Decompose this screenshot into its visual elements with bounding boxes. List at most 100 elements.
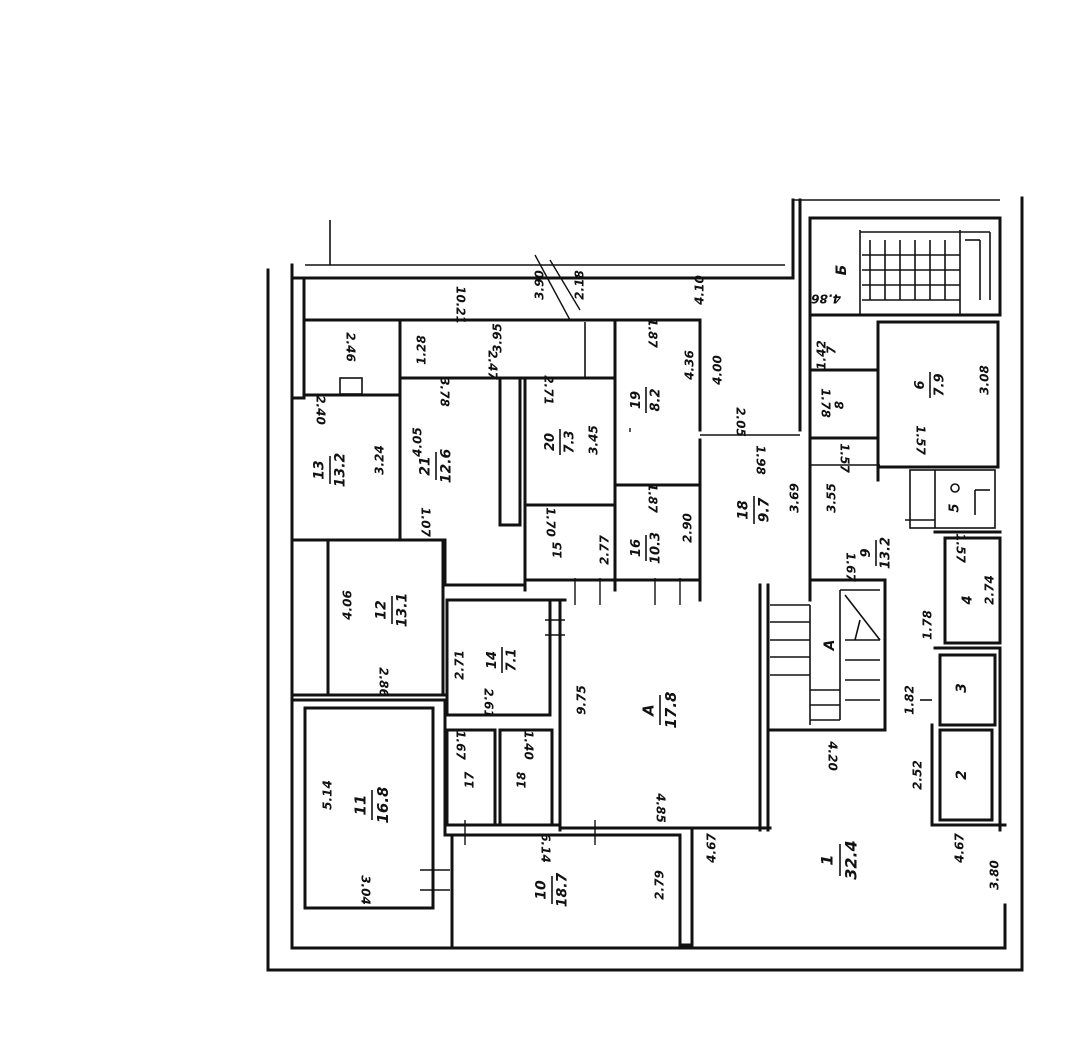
dimension-label: 1.78 [819, 388, 833, 418]
room-area: 7.3 [562, 430, 577, 453]
dimension-label: 4.00 [711, 355, 725, 386]
dimension-label: 2.90 [681, 513, 695, 543]
dimension-label: 1.57 [838, 443, 852, 473]
dimension-label: 1.82 [903, 685, 917, 715]
dimension-label: 2.61 [482, 688, 496, 718]
dimension-label: 3.78 [438, 377, 452, 407]
room-number: 13 [312, 460, 328, 479]
dimension-label: 4.36 [683, 350, 697, 381]
dimension-label: 4.06 [341, 590, 355, 621]
staircase-upper [859, 230, 991, 315]
stair-markers: AБ [822, 265, 850, 652]
dimension-label: 1.28 [415, 335, 429, 365]
room-label-r17: 17 [463, 771, 477, 788]
dimension-label: 4.10 [693, 275, 707, 306]
dimension-label: 3.24 [373, 445, 387, 475]
dimension-label: 2.71 [453, 650, 467, 680]
room-area: 12.6 [439, 448, 455, 483]
room-area: 9.7 [757, 497, 773, 522]
room-area: 32.4 [842, 840, 861, 879]
dimension-label: 4.67 [953, 833, 967, 864]
room-label-r21: 21 12.6 [418, 448, 455, 483]
room-area: 17.8 [662, 691, 680, 728]
dimension-label: 6.14 [539, 833, 553, 863]
room-number: 21 [418, 456, 434, 475]
dimension-ticks [420, 254, 681, 891]
dimension-label: 4.86 [811, 292, 842, 306]
room-number: 10 [534, 880, 550, 900]
dimension-label: 3.95 [491, 323, 505, 353]
dimension-label: 3.04 [359, 875, 373, 905]
room-number: 14 [485, 651, 500, 669]
dimension-label: 2.77 [598, 535, 612, 565]
room-area: 7.9 [932, 373, 947, 396]
room-area: 18.7 [555, 872, 571, 907]
room-label-r15: 15 [551, 542, 565, 559]
dimension-label: 1.42 [815, 340, 829, 370]
room-number: 17 [463, 771, 477, 788]
dimension-label: 2.71 [542, 375, 556, 405]
dimension-label: 2.05 [734, 407, 748, 437]
dimension-label: 2.18 [573, 270, 587, 300]
room-number: 7 [825, 345, 839, 354]
room-label-r8: 8 [833, 401, 847, 409]
room-number: 15 [551, 542, 565, 559]
room-number: 11 [351, 795, 369, 816]
room-number: 8 [833, 401, 847, 409]
dimension-label: 4.67 [705, 833, 719, 864]
room-number: 1 [818, 854, 837, 865]
room-label-r5: 5 [948, 503, 963, 512]
dimension-label: 2.46 [344, 332, 358, 362]
room-label-r2: 2 [954, 770, 970, 780]
dimension-labels: 3.804.674.672.521.821.782.741.573.081.57… [314, 270, 1002, 905]
dimension-label: 1.40 [522, 730, 536, 760]
room-number: 18 [515, 772, 529, 789]
dimension-label: 4.05 [411, 427, 425, 458]
room-number: 12 [374, 600, 390, 619]
room-label-r4: 4 [961, 595, 976, 605]
room-area: 13.1 [395, 593, 411, 628]
room-area: 13.2 [878, 537, 893, 569]
dimension-label: 3.08 [978, 365, 992, 395]
dimension-label: 4.20 [826, 740, 840, 771]
room-number: 19 [629, 391, 644, 409]
room-area: 7.1 [504, 648, 519, 671]
dimension-label: 2.52 [911, 760, 925, 790]
dimension-label: 3.90 [533, 270, 547, 300]
dimension-label: 5.14 [321, 780, 335, 810]
dimension-label: 3.80 [988, 860, 1002, 890]
dimension-label: 3.69 [788, 483, 802, 513]
dimension-label: 1.57 [914, 425, 928, 455]
room-number: 18 [736, 500, 752, 520]
dimension-label: 1.57 [954, 533, 968, 563]
dimension-label: 2.79 [653, 870, 667, 900]
room-number: 5 [948, 503, 963, 512]
room-label-r7: 7 [825, 345, 839, 354]
dimension-label: 3.55 [825, 483, 839, 513]
dimension-label: 4.85 [654, 792, 668, 823]
dimension-label: 1.67 [844, 552, 858, 582]
stair-marker-label: A [822, 640, 838, 652]
room-area: 16.8 [374, 786, 392, 823]
dimension-label: 1.78 [921, 610, 935, 640]
dimension-label: 9.75 [575, 685, 589, 715]
room-area: 8.2 [648, 388, 663, 411]
dimension-label: 1.98 [754, 445, 768, 475]
dimension-label: 2.40 [314, 395, 328, 425]
room-number: 6 [913, 380, 928, 389]
room-number: 20 [543, 433, 558, 451]
dimension-label: 1.70 [544, 507, 558, 537]
room-label-rA: A 17.8 [639, 691, 680, 728]
room-number: A [639, 704, 657, 717]
staircase-lower [770, 594, 881, 725]
room-label-r11: 11 16.8 [351, 786, 392, 823]
dimension-label: 2.86 [377, 667, 391, 697]
